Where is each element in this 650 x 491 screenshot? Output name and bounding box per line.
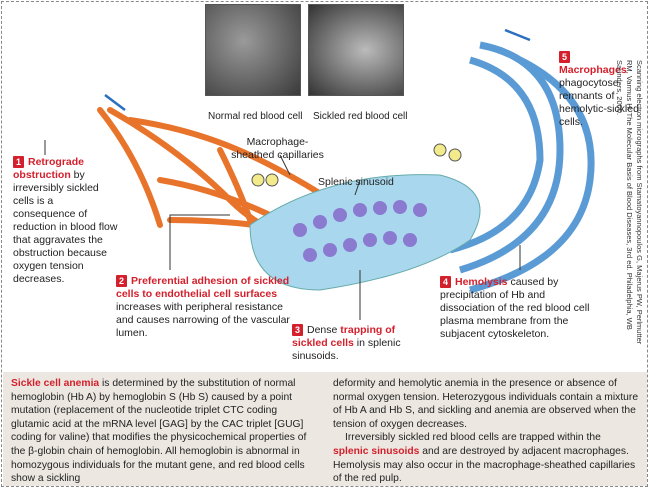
text-box-right: deformity and hemolytic anemia in the pr… — [325, 372, 647, 486]
macrophages — [251, 143, 462, 187]
sickled-rbc-micrograph — [308, 4, 404, 96]
micrograph-credit: Scanning electron micrographs from Stama… — [615, 60, 644, 345]
flow-arrow-left — [104, 94, 126, 111]
normal-rbc-caption: Normal red blood cell — [208, 111, 303, 122]
flow-arrow-right — [504, 28, 531, 42]
text-box-left: Sickle cell anemia is determined by the … — [3, 372, 325, 486]
macrophage-capillaries-label: Macrophage-sheathed capillaries — [231, 136, 324, 161]
spleen-diagram — [44, 28, 595, 320]
callout-lines — [44, 140, 521, 320]
normal-rbc-micrograph — [205, 4, 301, 96]
step-5-label: 5Macrophages phagocytose remnants of hem… — [559, 51, 639, 128]
sickled-cells — [293, 200, 427, 262]
sickled-rbc-caption: Sickled red blood cell — [313, 111, 408, 122]
blue-vessels — [449, 41, 595, 294]
splenic-sinusoid-label: Splenic sinusoid — [318, 176, 394, 188]
splenic-sinusoid — [249, 174, 481, 291]
